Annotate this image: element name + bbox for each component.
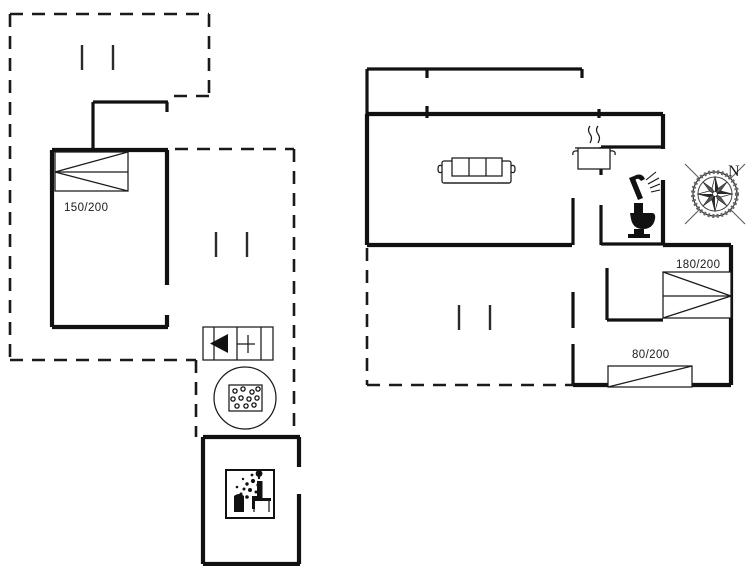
bed-150-200-label: 150/200 xyxy=(64,202,108,214)
shower-icon xyxy=(629,171,661,200)
right-living-room-walls xyxy=(364,106,666,248)
left-lower-window-marks xyxy=(214,232,249,257)
right-building-group: 180/200 80/200 xyxy=(364,67,734,388)
left-lower-terrace-outline xyxy=(10,147,296,437)
bed-80-200 xyxy=(607,365,693,388)
left-building-group: 150/200 xyxy=(8,12,302,566)
entrance-arrow-icon xyxy=(210,334,228,353)
left-upper-terrace-outline xyxy=(8,12,211,360)
bed-180-200-label: 180/200 xyxy=(676,259,720,271)
bed-80-200-label: 80/200 xyxy=(632,349,670,361)
sauna-icon xyxy=(225,469,275,519)
sauna-room-walls xyxy=(200,434,302,566)
whirlpool-icon xyxy=(213,366,277,430)
sofa-icon xyxy=(437,157,516,184)
entrance-door-block xyxy=(202,326,274,361)
right-terrace-window-marks xyxy=(457,305,492,330)
cooking-pot-icon xyxy=(572,125,616,170)
toilet-icon xyxy=(628,203,656,238)
right-terrace-outline xyxy=(365,248,574,387)
compass-north-label: N xyxy=(728,163,740,180)
left-upper-window-marks xyxy=(80,45,115,70)
right-porch-walls xyxy=(365,67,584,115)
compass-rose-icon: N xyxy=(684,163,746,225)
bed-180-200 xyxy=(662,271,732,319)
left-bedroom-walls xyxy=(49,147,170,330)
left-entry-corridor-walls xyxy=(91,100,169,152)
bed-150-200 xyxy=(54,151,129,192)
